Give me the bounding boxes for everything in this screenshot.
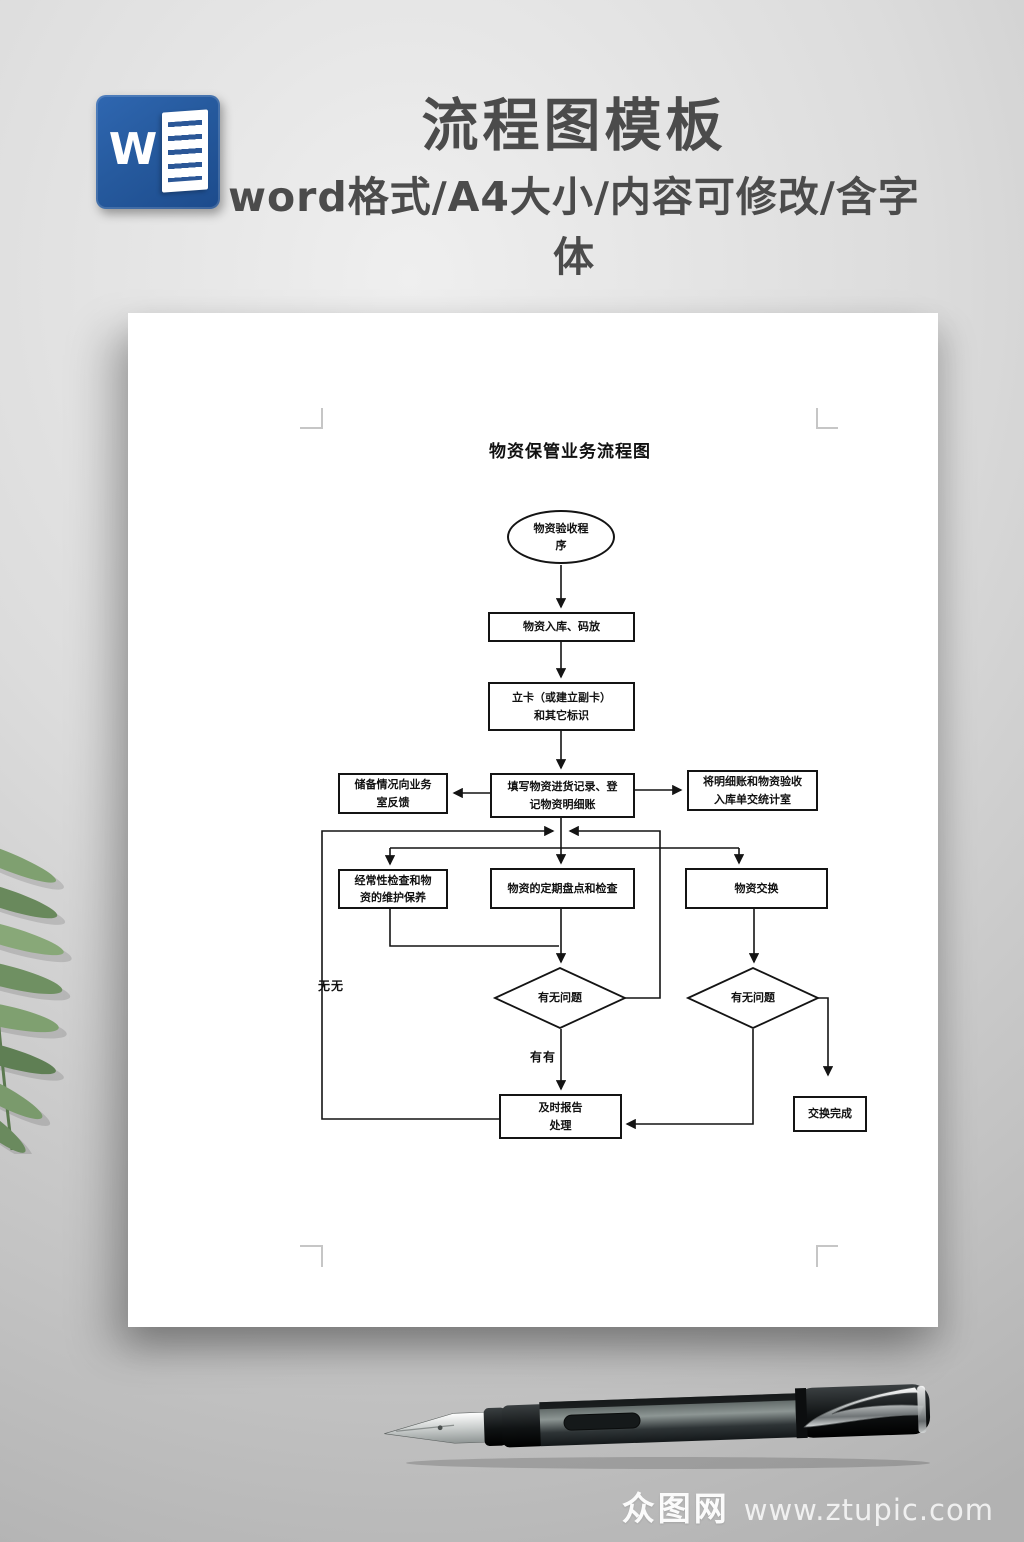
header-text: 流程图模板 word格式/A4大小/内容可修改/含字体 xyxy=(220,93,928,283)
node-text-line: 物资验收程 xyxy=(533,521,589,535)
node-text-line: 将明细账和物资验收 xyxy=(703,775,802,789)
node-text-line: 交换完成 xyxy=(808,1107,852,1121)
flow-node-exchange-done: 交换完成 xyxy=(793,1096,867,1132)
fountain-pen-decoration xyxy=(384,1384,931,1469)
margin-corner-marks xyxy=(300,408,838,1267)
node-text-line: 物资入库、码放 xyxy=(523,620,600,634)
node-text-line: 物资交换 xyxy=(734,881,779,895)
flow-node-setup-card: 立卡（或建立副卡） 和其它标识 xyxy=(488,682,635,731)
node-text-line: 处理 xyxy=(549,1118,572,1132)
plant-leaves-decoration xyxy=(0,842,72,1154)
flow-node-decision-left: 有无问题 xyxy=(495,968,625,1028)
node-text-line: 资的维护保养 xyxy=(360,891,426,904)
node-text-line: 和其它标识 xyxy=(534,708,589,722)
header: W 流程图模板 word格式/A4大小/内容可修改/含字体 xyxy=(96,95,928,283)
flow-node-feedback-office: 储备情况向业务 室反馈 xyxy=(338,773,448,814)
decision-diamond-left xyxy=(492,967,628,1029)
a4-document-page: 物资保管业务流程图 物资验收程 序 物资入库、码放 立卡（或建立副卡） 和其它标… xyxy=(128,313,938,1327)
flow-node-send-to-statistics: 将明细账和物资验收 入库单交统计室 xyxy=(687,770,818,811)
node-text-line: 入库单交统计室 xyxy=(714,792,791,806)
word-file-icon: W xyxy=(96,95,220,209)
edge-label-yes: 有有 xyxy=(530,1050,557,1064)
node-text-line: 记物资明细账 xyxy=(529,797,596,811)
flow-node-decision-right: 有无问题 xyxy=(688,968,818,1028)
node-text-line: 序 xyxy=(555,539,567,552)
flow-node-report-handle: 及时报告 处理 xyxy=(499,1094,622,1139)
flow-node-material-exchange: 物资交换 xyxy=(685,868,828,909)
flow-node-start: 物资验收程 序 xyxy=(507,510,615,564)
node-text-line: 及时报告 xyxy=(538,1101,583,1115)
node-text-line: 立卡（或建立副卡） xyxy=(512,691,611,705)
edge-label-no: 无无 xyxy=(318,979,345,993)
flow-node-warehouse-stack: 物资入库、码放 xyxy=(488,612,635,642)
flow-node-routine-check: 经常性检查和物 资的维护保养 xyxy=(338,869,448,909)
document-lines-icon xyxy=(168,119,202,183)
node-text-line: 有无问题 xyxy=(538,991,582,1005)
node-text-line: 储备情况向业务 xyxy=(354,778,432,792)
node-text-line: 经常性检查和物 xyxy=(354,873,432,887)
word-letter: W xyxy=(108,124,158,175)
flow-node-periodic-inventory: 物资的定期盘点和检查 xyxy=(490,868,635,909)
watermark-url: www.ztupic.com xyxy=(743,1493,994,1527)
watermark: 众图网 www.ztupic.com xyxy=(622,1482,994,1530)
flow-node-fill-records: 填写物资进货记录、登 记物资明细账 xyxy=(490,773,635,818)
node-text-line: 有无问题 xyxy=(731,991,775,1005)
node-text-line: 物资的定期盘点和检查 xyxy=(507,881,618,895)
flowchart-connectors xyxy=(300,408,838,1267)
template-subtitle: word格式/A4大小/内容可修改/含字体 xyxy=(228,172,920,281)
watermark-logo: 众图网 xyxy=(621,1489,730,1528)
flowchart-title: 物资保管业务流程图 xyxy=(489,442,651,462)
template-title: 流程图模板 xyxy=(421,93,727,159)
node-text-line: 填写物资进货记录、登 xyxy=(507,780,618,794)
node-text-line: 室反馈 xyxy=(376,795,410,809)
document-sheet-icon xyxy=(162,109,208,193)
decision-diamond-right xyxy=(685,967,821,1029)
